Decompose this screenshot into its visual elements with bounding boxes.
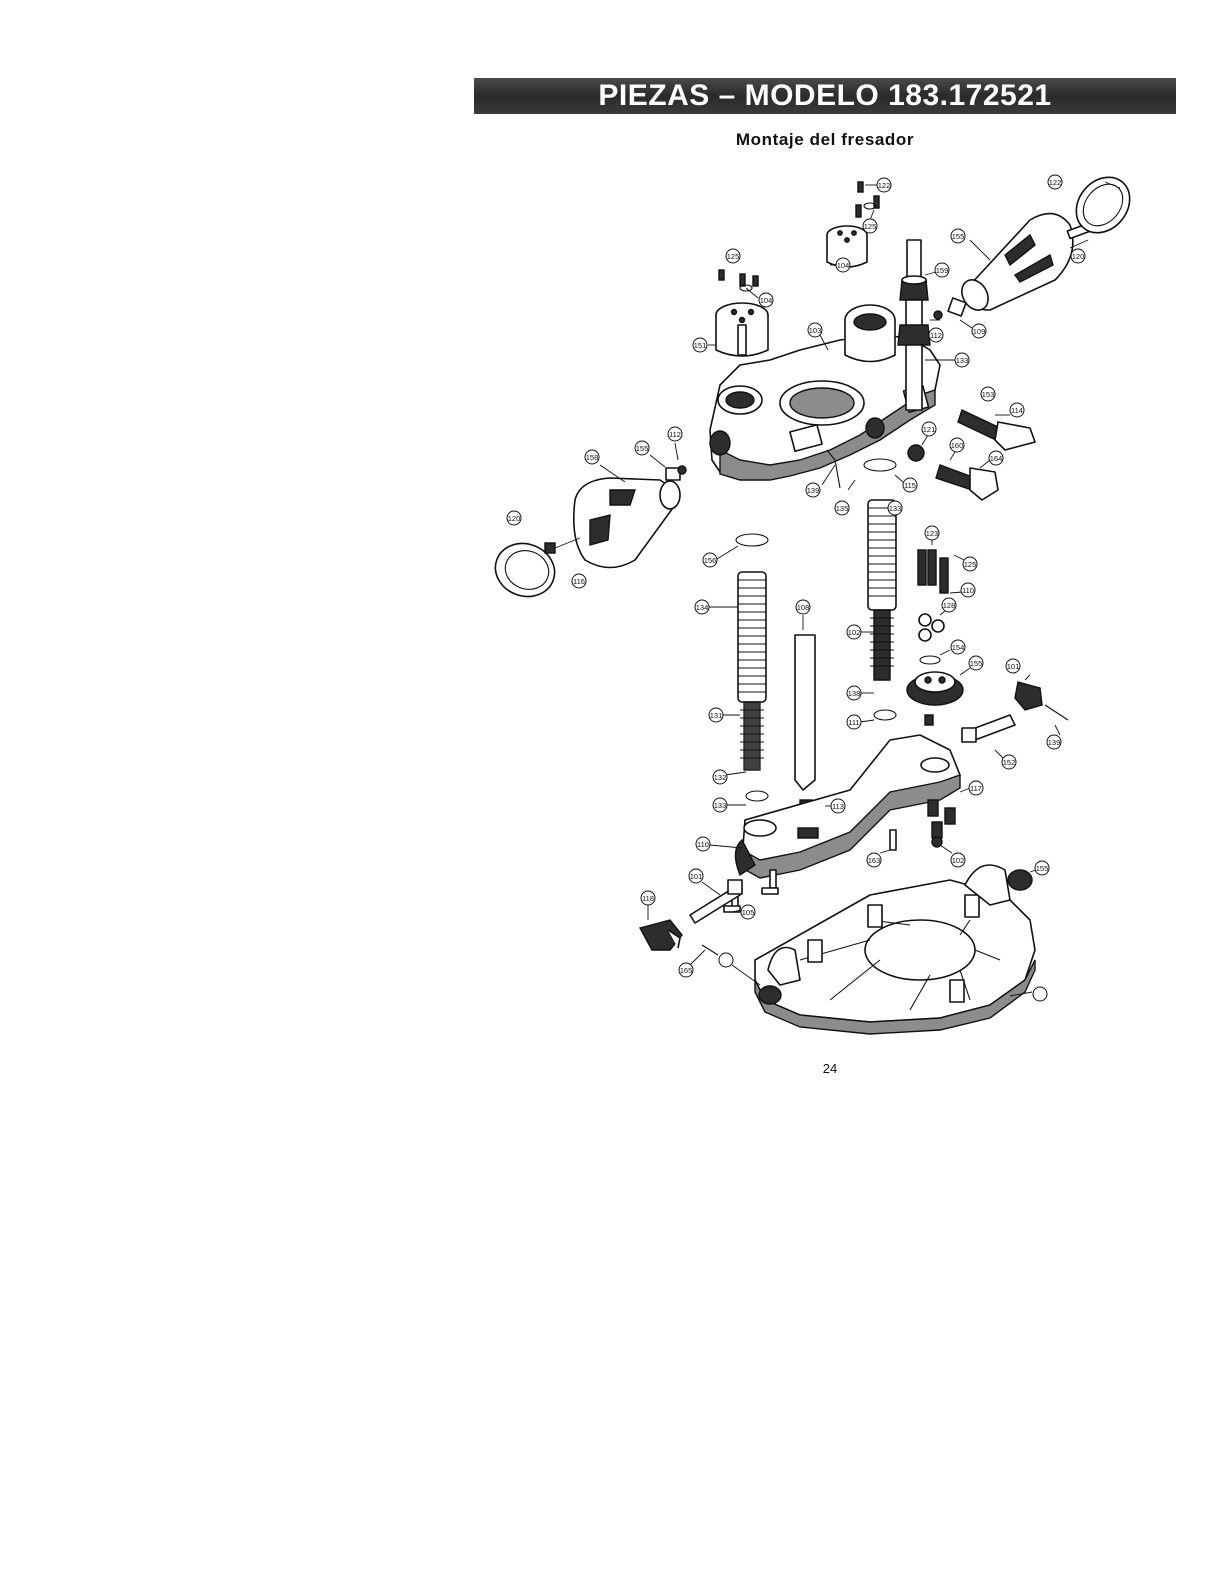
- callout-label: 104: [760, 296, 773, 305]
- callout-label: 108: [797, 603, 810, 612]
- callout-labels: 122 125 104 159 155 120 122 125 104 151 …: [506, 174, 1121, 1002]
- callout-label: 103: [809, 326, 822, 335]
- callout-label: 158: [586, 453, 599, 462]
- lower-bolts: [689, 799, 956, 924]
- callout-label: 155: [1036, 864, 1049, 873]
- callout-label: 102: [952, 856, 965, 865]
- callout-label: 159: [936, 266, 949, 275]
- callout-label: 139: [807, 486, 820, 495]
- screws-upper: [718, 181, 880, 292]
- callout-label: 118: [642, 894, 654, 903]
- handle-left: [494, 465, 687, 598]
- callout-label: 163: [868, 856, 881, 865]
- callout-label: 101: [690, 872, 703, 881]
- page-title: PIEZAS – MODELO 183.172521: [598, 79, 1052, 112]
- callout-label: 135: [836, 504, 849, 513]
- callout-label: 117: [970, 784, 982, 793]
- callout-label: 164: [990, 454, 1003, 463]
- adjust-parts: [906, 549, 1069, 743]
- callout-label: 138: [848, 689, 861, 698]
- callout-label: 112: [930, 331, 942, 340]
- callout-label: 122: [878, 181, 891, 190]
- handle-right: [933, 176, 1131, 320]
- callout-label: 165: [680, 966, 693, 975]
- drive-shaft: [897, 239, 931, 411]
- bearing-cap: [715, 302, 769, 357]
- callout-label: 133: [956, 356, 969, 365]
- base-housing: [709, 304, 941, 489]
- callout-label: 125: [864, 222, 877, 231]
- router-assembly-diagram: 122 125 104 159 155 120 122 125 104 151 …: [494, 174, 1131, 1035]
- callout-label: 116: [573, 577, 585, 586]
- callout-label: 110: [962, 586, 974, 595]
- callout-label: 153: [982, 390, 995, 399]
- callout-label: 160: [951, 441, 964, 450]
- callout-label: 104: [837, 261, 850, 270]
- callout-label: 110: [697, 840, 709, 849]
- section-subtitle: Montaje del fresador: [735, 130, 915, 149]
- callout-label: 120: [1072, 252, 1085, 261]
- callout-label: 123: [926, 529, 939, 538]
- callout-label: 125: [727, 252, 740, 261]
- knob-lower-left: [638, 919, 719, 956]
- callout-label: 128: [943, 601, 956, 610]
- callout-label: 101: [1007, 662, 1020, 671]
- spring-column-right: [863, 458, 897, 721]
- callout-label: 122: [1049, 178, 1062, 187]
- page-number: 24: [822, 1061, 838, 1076]
- title-banner: PIEZAS – MODELO 183.172521: [474, 78, 1176, 114]
- callout-label: 102: [848, 628, 861, 637]
- callout-label: 115: [904, 481, 916, 490]
- lock-levers: [907, 409, 1036, 501]
- callout-label: 111: [848, 718, 859, 727]
- callout-label: 114: [1011, 406, 1023, 415]
- callout-label: 132: [714, 773, 727, 782]
- lower-arm: [734, 734, 961, 879]
- callout-label: 133: [889, 504, 902, 513]
- callout-label: 121: [923, 425, 936, 434]
- spring-column-left: [735, 533, 769, 802]
- callout-label: 125: [964, 560, 977, 569]
- callout-label: 151: [694, 341, 707, 350]
- callout-label: 155: [636, 444, 649, 453]
- callout-label: 109: [973, 327, 986, 336]
- callout-label: 155: [952, 232, 965, 241]
- callout-label: 155: [970, 659, 983, 668]
- callout-label: 133: [714, 801, 727, 810]
- callout-label: 139: [1048, 738, 1061, 747]
- callout-label: 120: [508, 514, 521, 523]
- callout-label: 156: [704, 556, 717, 565]
- callout-label: 112: [669, 430, 681, 439]
- callout-label: 152: [1003, 758, 1016, 767]
- callout-label: 113: [832, 802, 844, 811]
- router-base: [754, 864, 1036, 1035]
- callout-label: 154: [952, 643, 965, 652]
- depth-rod: [794, 634, 816, 811]
- callout-label: 134: [696, 603, 709, 612]
- callout-label: 105: [742, 908, 755, 917]
- callout-label: 131: [710, 711, 723, 720]
